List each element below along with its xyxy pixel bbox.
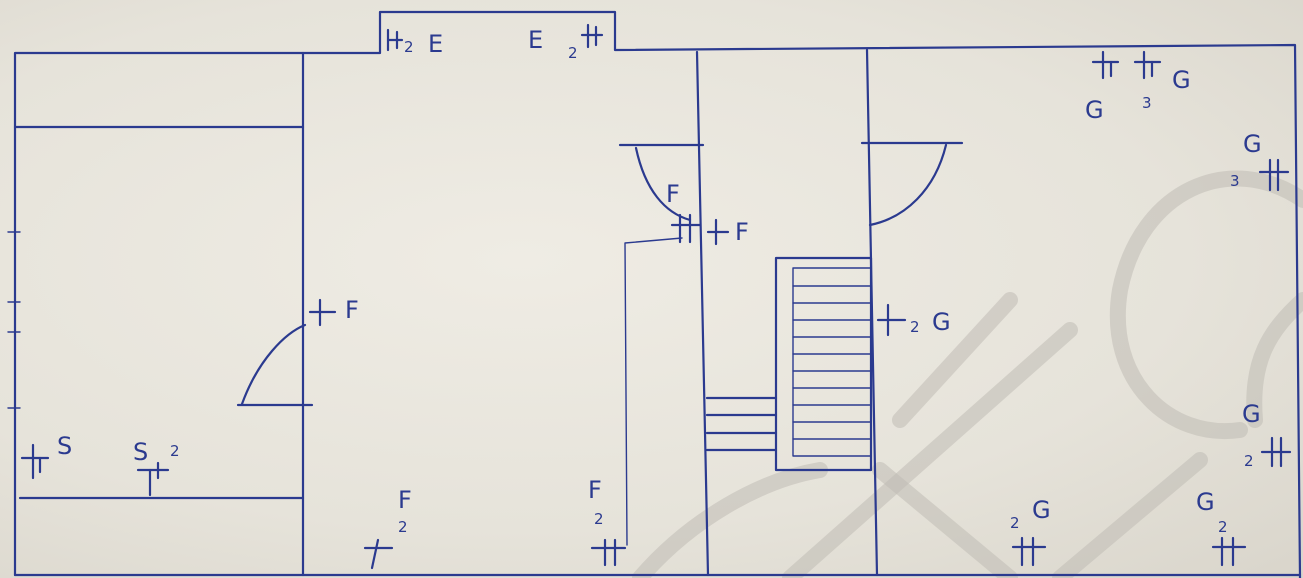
socket-count: 2 (910, 318, 920, 336)
doors (236, 141, 964, 407)
socket-label: S (57, 432, 72, 460)
socket-label: S (133, 438, 148, 466)
socket-label: G (1196, 488, 1215, 516)
socket-count: 3 (1142, 94, 1152, 112)
socket-count: 2 (1244, 452, 1254, 470)
wiring-run (624, 237, 683, 546)
socket-count: 2 (568, 44, 578, 62)
socket-label: F (735, 218, 749, 246)
walls (7, 10, 1302, 578)
socket-labels: 2 E E 2 G G 3 G 3 F F F 2 G G 2 S S 2 F … (57, 26, 1262, 536)
socket-label: G (1243, 130, 1262, 158)
socket-label: F (345, 296, 359, 324)
watermark (632, 170, 1303, 578)
socket-symbols (20, 23, 1292, 570)
socket-label: E (528, 26, 543, 54)
socket-label: F (588, 476, 602, 504)
socket-label: F (666, 180, 680, 208)
socket-label: G (932, 308, 951, 336)
socket-count: 2 (170, 442, 180, 460)
socket-count: 3 (1230, 172, 1240, 190)
socket-label: G (1172, 66, 1191, 94)
socket-label: E (428, 30, 443, 58)
socket-count: 2 (1010, 514, 1020, 532)
socket-count: 2 (404, 38, 414, 56)
socket-count: 2 (398, 518, 408, 536)
staircase (705, 256, 873, 472)
socket-label: G (1242, 400, 1261, 428)
socket-count: 2 (594, 510, 604, 528)
socket-label: G (1085, 96, 1104, 124)
socket-count: 2 (1218, 518, 1228, 536)
socket-label: F (398, 486, 412, 514)
socket-label: G (1032, 496, 1051, 524)
